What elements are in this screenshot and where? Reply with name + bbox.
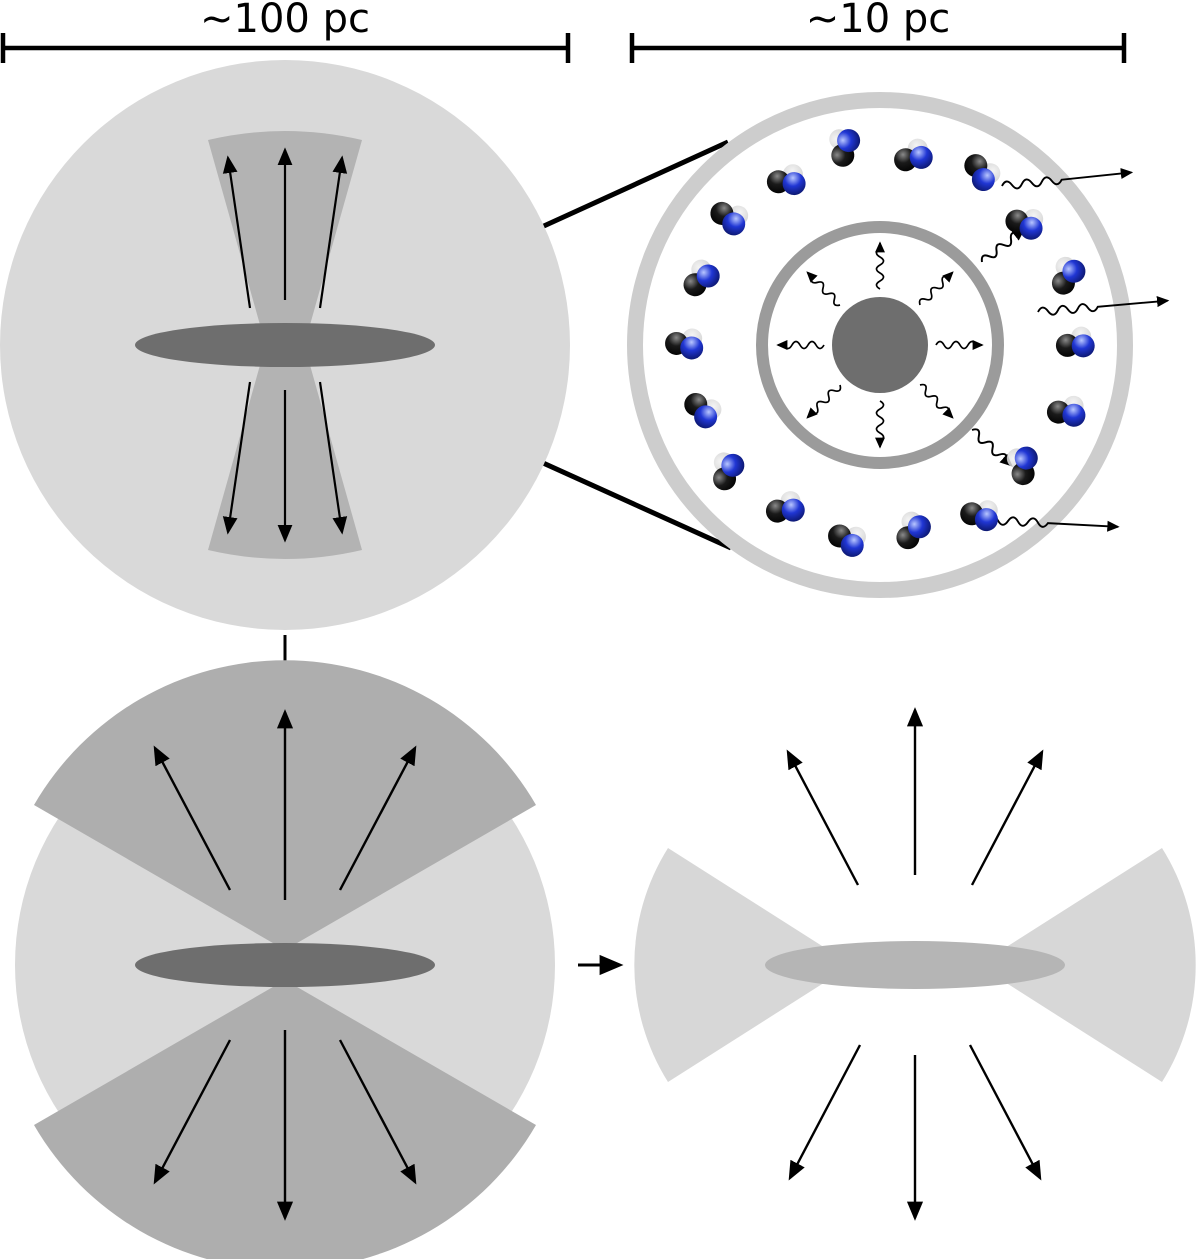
- central-engine: [832, 297, 928, 393]
- wide-outflow-arrows: [153, 709, 417, 1221]
- scale-label-100pc: ~100 pc: [200, 0, 370, 42]
- outflow-arrow: [968, 1044, 1042, 1181]
- remnant-panel: [634, 707, 1196, 1221]
- outflow-panel: [15, 660, 555, 1259]
- remnant-outflow-arrows: [786, 707, 1044, 1221]
- scale-bar-10pc: ~10 pc: [629, 0, 1127, 63]
- outflow-arrow: [318, 381, 348, 535]
- outflow-arrow: [153, 745, 232, 891]
- torus-panel-100pc: [0, 60, 570, 630]
- remnant-cone-left: [634, 848, 852, 1082]
- accretion-disk: [135, 323, 435, 367]
- outflow-arrow: [222, 381, 252, 535]
- scale-bar-100pc: ~100 pc: [0, 0, 571, 63]
- outflow-arrow: [318, 155, 348, 309]
- accretion-disk-2: [135, 943, 435, 987]
- outflow-arrow: [338, 745, 417, 891]
- outflow-arrow: [970, 749, 1044, 886]
- narrow-outflow-arrows: [222, 147, 348, 543]
- outflow-arrow: [222, 155, 252, 309]
- outflow-arrow: [338, 1039, 417, 1185]
- outflow-arrow: [788, 1044, 862, 1181]
- scale-label-10pc: ~10 pc: [806, 0, 951, 42]
- remnant-cone-right: [978, 848, 1196, 1082]
- outflow-arrow: [786, 749, 860, 886]
- remnant-disk: [765, 941, 1065, 989]
- zoom-panel-10pc: [627, 92, 1168, 598]
- outflow-arrow: [153, 1039, 232, 1185]
